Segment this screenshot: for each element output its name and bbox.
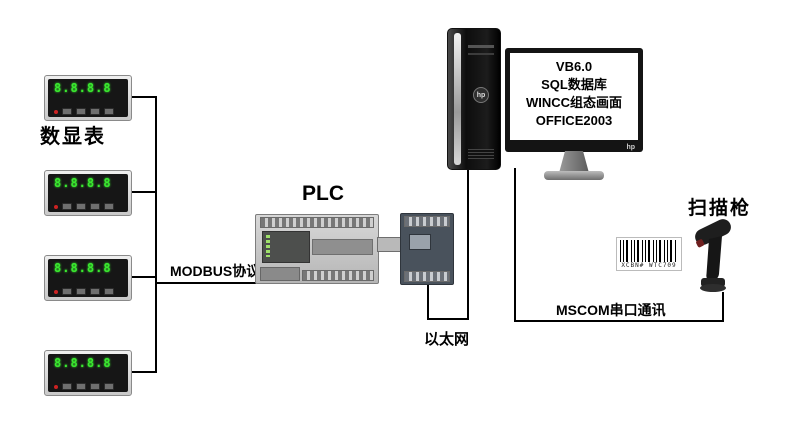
modbus-link-label: MODBUS协议 <box>170 263 261 279</box>
meter-face: 8.8.8.8 <box>48 79 128 117</box>
plc-lower-block <box>260 267 300 281</box>
meter-button <box>90 383 100 390</box>
meters-label: 数显表 <box>40 126 106 148</box>
expansion-terminal-strip-bottom <box>404 271 450 282</box>
expansion-module <box>400 213 454 285</box>
plc-module <box>255 214 379 284</box>
meter-buttons <box>54 383 122 390</box>
meter-led <box>54 109 58 114</box>
barcode-bars <box>620 240 678 262</box>
barcode-text: XCBN# WTC709 <box>621 262 677 269</box>
meter-buttons <box>54 288 122 295</box>
wire-meter1-to-bus <box>130 96 156 98</box>
digital-meter-1: 8.8.8.8 <box>44 75 132 121</box>
expansion-face-panel <box>409 234 431 250</box>
screen-text-line: WINCC组态画面 <box>525 95 623 110</box>
mscom-link-label: MSCOM串口通讯 <box>556 302 666 318</box>
digital-meter-4: 8.8.8.8 <box>44 350 132 396</box>
meter-led <box>54 384 58 389</box>
plc-status-panel <box>262 231 310 263</box>
wire-expansion-down <box>427 283 429 320</box>
meter-button <box>76 383 86 390</box>
tower-grille <box>468 149 494 159</box>
wire-meter-bus <box>155 96 157 373</box>
wire-mscom-vertical <box>514 168 516 322</box>
meter-face: 8.8.8.8 <box>48 259 128 297</box>
digital-meter-2: 8.8.8.8 <box>44 170 132 216</box>
scanner-label: 扫描枪 <box>688 198 752 219</box>
monitor-base <box>544 171 604 180</box>
tower-optical-drive-slot <box>468 45 494 48</box>
meter-face: 8.8.8.8 <box>48 354 128 392</box>
monitor-stand <box>559 151 589 173</box>
meter-face: 8.8.8.8 <box>48 174 128 212</box>
monitor: VB6.0 SQL数据库 WINCC组态画面 OFFICE2003 hp <box>505 48 643 152</box>
meter-button <box>104 108 114 115</box>
meter-button <box>76 288 86 295</box>
meter-button <box>62 108 72 115</box>
meter-led <box>54 204 58 209</box>
wire-meter4-to-bus <box>130 371 156 373</box>
meter-button <box>104 383 114 390</box>
ethernet-link-label: 以太网 <box>424 331 470 348</box>
barcode: XCBN# WTC709 <box>616 237 682 271</box>
meter-button <box>76 108 86 115</box>
plc-led-column <box>266 235 270 257</box>
tower-side-strip <box>454 33 461 165</box>
monitor-screen: VB6.0 SQL数据库 WINCC组态画面 OFFICE2003 <box>510 53 638 140</box>
meter-button <box>90 203 100 210</box>
wire-mscom-horizontal <box>514 320 724 322</box>
barcode-scanner-gun <box>686 218 740 296</box>
meter-buttons <box>54 203 122 210</box>
screen-text-line: SQL数据库 <box>541 77 607 92</box>
plc-front-band <box>312 239 373 255</box>
meter-display: 8.8.8.8 <box>54 176 112 190</box>
digital-meter-3: 8.8.8.8 <box>44 255 132 301</box>
meter-button <box>76 203 86 210</box>
screen-text-line: OFFICE2003 <box>535 113 613 128</box>
screen-text-line: VB6.0 <box>555 59 593 74</box>
meter-display: 8.8.8.8 <box>54 356 112 370</box>
meter-display: 8.8.8.8 <box>54 261 112 275</box>
meter-button <box>104 288 114 295</box>
meter-button <box>62 383 72 390</box>
wire-meter3-to-bus <box>130 276 156 278</box>
plc-expansion-connector <box>377 237 402 252</box>
meter-display: 8.8.8.8 <box>54 81 112 95</box>
expansion-terminal-strip-top <box>404 216 450 227</box>
meter-button <box>62 288 72 295</box>
plc-terminal-strip-top <box>260 217 374 228</box>
wire-modbus-to-plc <box>156 282 256 284</box>
meter-buttons <box>54 108 122 115</box>
meter-button <box>62 203 72 210</box>
meter-led <box>54 289 58 294</box>
tower-vent-slot <box>468 53 494 55</box>
plc-terminal-strip-bottom <box>302 270 374 281</box>
meter-button <box>90 108 100 115</box>
hp-logo: hp <box>626 144 635 151</box>
wire-scanner-vertical <box>722 292 724 322</box>
meter-button <box>104 203 114 210</box>
meter-button <box>90 288 100 295</box>
wire-computer-down <box>467 170 469 320</box>
wire-ethernet-horizontal <box>427 318 469 320</box>
computer-tower: hp <box>447 28 501 170</box>
scanner-gun-icon <box>695 219 731 292</box>
plc-label: PLC <box>302 182 344 205</box>
wire-meter2-to-bus <box>130 191 156 193</box>
hp-logo: hp <box>473 87 489 103</box>
